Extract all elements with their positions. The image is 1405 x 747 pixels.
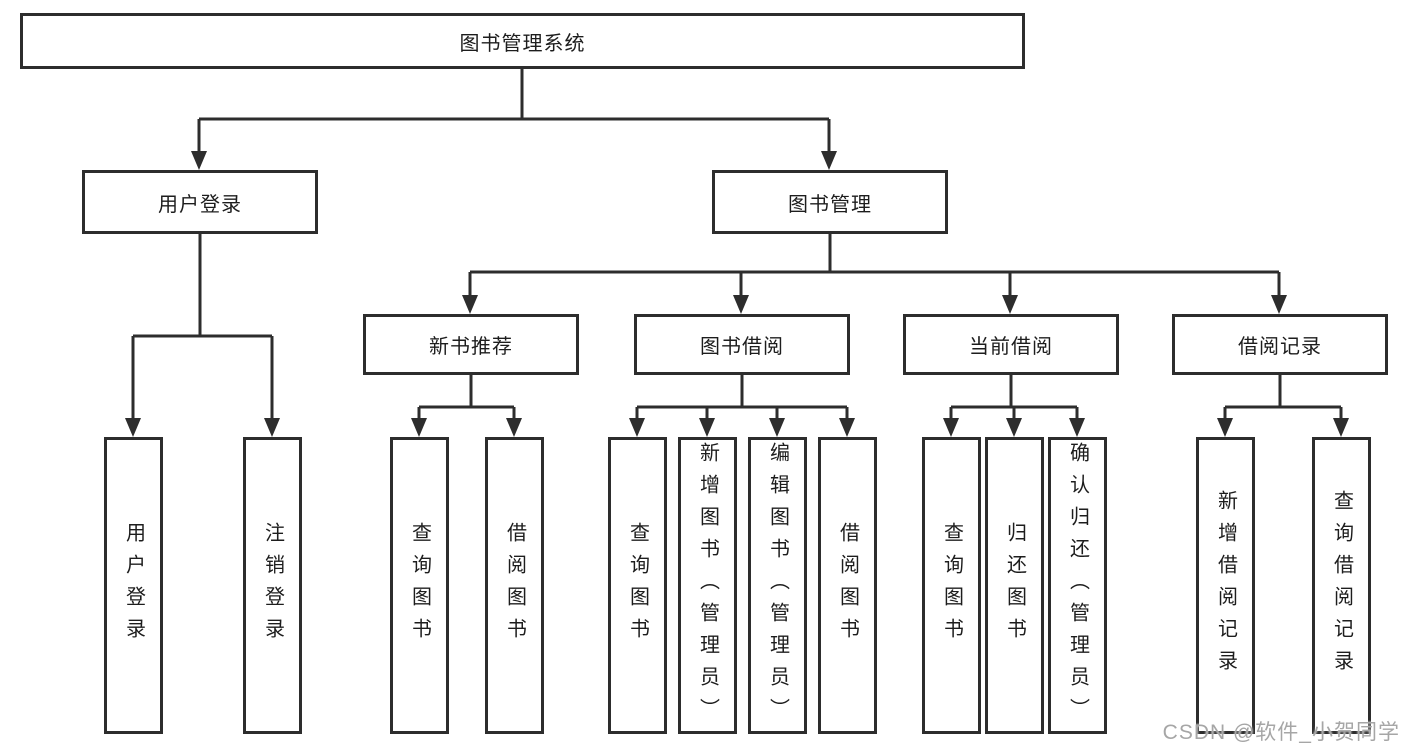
node-current-borrow: 当前借阅 <box>903 314 1119 375</box>
csdn-watermark: CSDN @软件_小贺同学 <box>1162 721 1400 744</box>
leaf-current-return-book: 归还图书 <box>985 437 1044 734</box>
node-user-login: 用户登录 <box>82 170 318 234</box>
leaf-borrow-query-book: 查询图书 <box>608 437 667 734</box>
node-book-management: 图书管理 <box>712 170 948 234</box>
leaf-borrow-add-book-admin: 新增图书（管理员） <box>678 437 737 734</box>
arrowhead-icons <box>125 151 1349 437</box>
node-borrow-record: 借阅记录 <box>1172 314 1388 375</box>
leaf-logout: 注销登录 <box>243 437 302 734</box>
leaf-recommend-borrow-book: 借阅图书 <box>485 437 544 734</box>
node-book-borrow: 图书借阅 <box>634 314 850 375</box>
leaf-current-query-book: 查询图书 <box>922 437 981 734</box>
leaf-record-query: 查询借阅记录 <box>1312 437 1371 734</box>
leaf-borrow-edit-book-admin: 编辑图书（管理员） <box>748 437 807 734</box>
leaf-user-login: 用户登录 <box>104 437 163 734</box>
leaf-borrow-borrow-book: 借阅图书 <box>818 437 877 734</box>
leaf-current-confirm-return-admin: 确认归还（管理员） <box>1048 437 1107 734</box>
leaf-recommend-query-book: 查询图书 <box>390 437 449 734</box>
node-new-book-recommend: 新书推荐 <box>363 314 579 375</box>
tree-edges <box>131 69 1343 420</box>
node-root-system: 图书管理系统 <box>20 13 1025 69</box>
leaf-record-add: 新增借阅记录 <box>1196 437 1255 734</box>
